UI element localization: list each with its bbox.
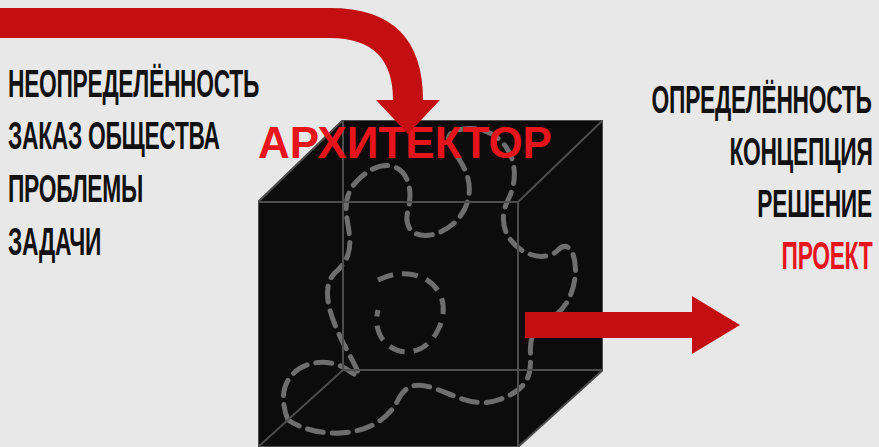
architect-cube: АРХИТЕКТОР <box>258 120 603 447</box>
node-title: АРХИТЕКТОР <box>258 120 552 166</box>
input-label: НЕОПРЕДЕЛЁННОСТЬ <box>8 64 259 104</box>
output-label: КОНЦЕПЦИЯ <box>729 132 872 172</box>
cube-shape <box>258 120 603 447</box>
output-label: ПРОЕКТ <box>781 236 872 276</box>
output-label: РЕШЕНИЕ <box>758 184 872 224</box>
input-label: ЗАКАЗ ОБЩЕСТВА <box>8 116 220 156</box>
output-label: ОПРЕДЕЛЁННОСТЬ <box>652 80 872 120</box>
input-label: ЗАДАЧИ <box>8 222 101 262</box>
input-label: ПРОБЛЕМЫ <box>8 169 143 209</box>
